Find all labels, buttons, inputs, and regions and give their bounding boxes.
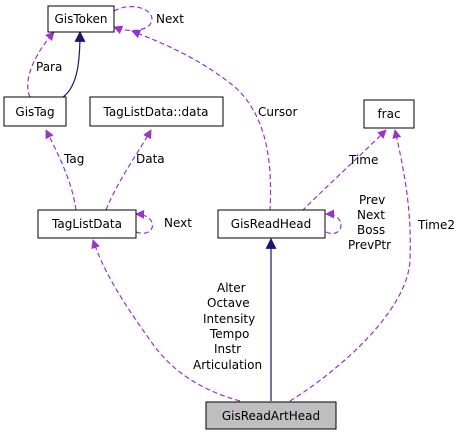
edge-tag: [45, 129, 77, 211]
edge-cursor: [131, 29, 272, 212]
edge-label-gistoken-next: Next: [156, 12, 184, 26]
node-label-taglistdata-data: TagListData::data: [102, 105, 208, 119]
edge-label-intensity: Intensity: [203, 312, 255, 326]
edge-label-time2: Time2: [417, 218, 455, 232]
edge-para: [27, 31, 55, 98]
edge-label-tag: Tag: [63, 152, 84, 166]
edge-label-tempo: Tempo: [209, 327, 249, 341]
node-label-gisreadhead: GisReadHead: [231, 217, 311, 231]
edge-label-octave: Octave: [207, 296, 250, 310]
edge-gistoken-next: [113, 6, 153, 35]
node-label-frac: frac: [377, 107, 400, 121]
node-gistoken[interactable]: GisToken: [47, 5, 115, 33]
edge-gisreadhead-self: [325, 209, 342, 235]
node-label-gistag: GisTag: [15, 105, 54, 119]
edge-label-prevptr: PrevPtr: [348, 238, 391, 252]
edge-label-articulation: Articulation: [193, 358, 262, 372]
edge-label-taglistdata-next: Next: [164, 216, 192, 230]
node-label-taglistdata: TagListData: [51, 217, 122, 231]
edge-art-to-taglistdata: [91, 239, 241, 402]
node-taglistdata-data[interactable]: TagListData::data: [89, 96, 224, 127]
node-label-gistoken: GisToken: [54, 12, 107, 26]
edge-label-para: Para: [36, 60, 62, 74]
edge-data: [105, 129, 152, 211]
edge-time2: [289, 129, 411, 402]
edge-label-prev: Prev: [359, 193, 385, 207]
node-taglistdata[interactable]: TagListData: [37, 209, 137, 239]
node-gisreadarthead[interactable]: GisReadArtHead: [205, 401, 337, 430]
node-frac[interactable]: frac: [363, 99, 415, 129]
edge-gistag-inherits-gistoken: [62, 30, 86, 98]
node-gisreadhead[interactable]: GisReadHead: [217, 209, 326, 239]
edge-label-boss: Boss: [357, 223, 385, 237]
edge-label-alter: Alter: [217, 281, 246, 295]
edge-label-time: Time: [348, 153, 378, 167]
edge-label-cursor: Cursor: [258, 105, 298, 119]
edge-label-instr: Instr: [214, 342, 241, 356]
node-label-gisreadarthead: GisReadArtHead: [222, 409, 320, 423]
edge-time: [301, 129, 387, 212]
edge-label-data: Data: [136, 152, 165, 166]
edge-taglistdata-next: [135, 209, 154, 234]
edge-label-next: Next: [357, 208, 385, 222]
node-gistag[interactable]: GisTag: [3, 96, 67, 127]
